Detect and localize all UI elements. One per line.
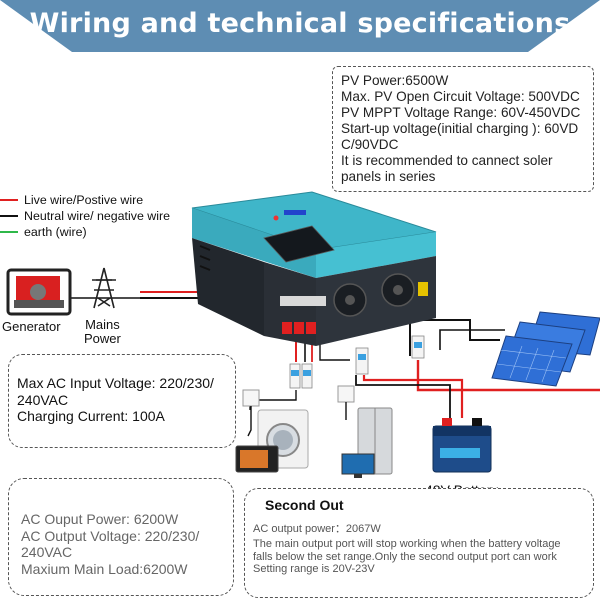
solar-panel-icon (491, 311, 600, 387)
second-out-title: Second Out (265, 497, 344, 513)
pv-spec-line: Max. PV Open Circuit Voltage: 500VDC (341, 89, 580, 105)
second-out-note-line: The main output port will stop working w… (253, 537, 561, 550)
pv-wire-red (416, 360, 600, 392)
ac-output-line: 240VAC (21, 544, 73, 561)
page-title: Wiring and technical specifications (29, 8, 571, 39)
legend-label: Neutral wire/ negative wire (24, 209, 170, 223)
second-out-box: Second Out AC output power：2067W The mai… (244, 488, 594, 598)
pv-spec-line: PV Power:6500W (341, 73, 449, 88)
legend-label: earth (wire) (24, 225, 87, 239)
pv-wire-black (409, 319, 500, 356)
live-wire-swatch (0, 198, 18, 202)
legend-item-earth: earth (wire) (0, 224, 170, 240)
ac-output-box: AC Ouput Power: 6200W AC Output Voltage:… (8, 478, 234, 596)
ac-output-line: AC Output Voltage: 220/230/ (21, 527, 200, 544)
ac-input-line: 240VAC (17, 391, 69, 408)
ac-output-line: Maxium Main Load:6200W (21, 560, 188, 577)
mains-caption-line2: Power (84, 331, 121, 347)
battery-wire-black (355, 375, 451, 420)
mains-caption: Mains Power (84, 317, 121, 347)
wire-legend: Live wire/Postive wire Neutral wire/ neg… (0, 192, 170, 240)
inverter-icon (191, 191, 437, 346)
header-banner (0, 0, 600, 52)
second-out-note-line: falls below the set range.Only the secon… (253, 550, 557, 563)
legend-item-neutral: Neutral wire/ negative wire (0, 208, 170, 224)
neutral-wire-swatch (0, 214, 18, 218)
ac-output-line: AC Ouput Power: 6200W (21, 511, 179, 527)
second-out-power: AC output power：2067W (253, 523, 381, 535)
tv-icon (341, 453, 375, 478)
second-out-note-line: Setting range is 20V-23V (253, 563, 375, 576)
mains-caption-line1: Mains (85, 317, 120, 332)
battery-icon (432, 418, 492, 473)
ac-input-box: Max AC Input Voltage: 220/230/ 240VAC Ch… (8, 354, 236, 448)
earth-wire-swatch (0, 230, 18, 234)
battery-wire-red (362, 375, 464, 418)
ac-input-line: Max AC Input Voltage: 220/230/ (17, 375, 214, 391)
pv-spec-line: PV MPPT Voltage Range: 60V-450VDC (341, 105, 581, 121)
pv-spec-line: C/90VDC (341, 137, 399, 153)
socket-icon (337, 385, 355, 403)
pv-specs-box: PV Power:6500W Max. PV Open Circuit Volt… (332, 66, 594, 192)
ac-input-line: Charging Current: 100A (17, 408, 165, 425)
legend-item-live: Live wire/Postive wire (0, 192, 170, 208)
pv-spec-line: panels in series (341, 169, 436, 185)
socket-icon (242, 389, 260, 407)
generator-icon (6, 268, 72, 316)
power-tower-icon (92, 267, 116, 309)
legend-label: Live wire/Postive wire (24, 193, 144, 207)
pv-spec-line: It is recommended to cannect soler (341, 153, 553, 169)
pv-spec-line: Start-up voltage(initial charging ): 60V… (341, 121, 579, 137)
oven-icon (235, 445, 279, 473)
generator-caption: Generator (2, 319, 61, 334)
